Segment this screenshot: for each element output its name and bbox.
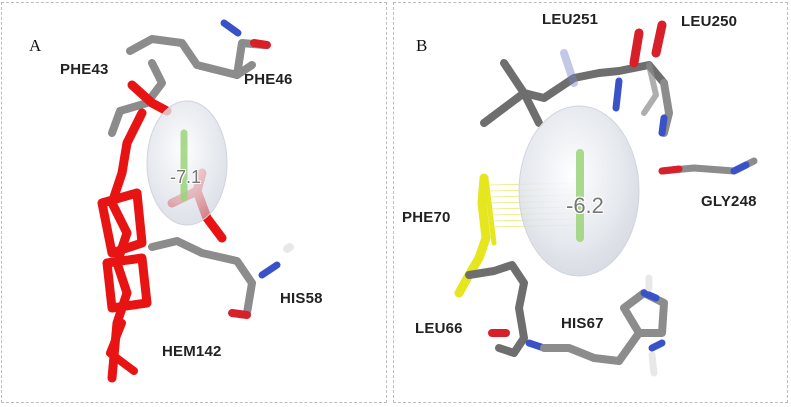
binding-score-b: -6.2 — [566, 193, 604, 218]
his58-oxygen — [228, 309, 251, 319]
his67-nitrogen-2 — [648, 339, 666, 352]
binding-score-a: -7.1 — [170, 167, 202, 187]
panel-letter: B — [416, 36, 428, 55]
phe70-ring-edge — [483, 175, 497, 246]
residue-label-gly248: GLY248 — [701, 193, 757, 210]
leu66-chain — [465, 261, 528, 357]
his67-chain — [540, 329, 643, 365]
residue-label-leu250: LEU250 — [681, 13, 738, 30]
hem142-ring — [97, 188, 152, 313]
hem142-chain — [107, 80, 172, 383]
docking-scene-a — [97, 19, 294, 383]
leu250-oxygen — [651, 20, 667, 58]
his67-nitrogen-1 — [640, 289, 660, 302]
leu250-branch — [641, 62, 659, 116]
leu250-nitrogen — [658, 114, 668, 137]
docking-scene-b — [454, 20, 758, 377]
residue-label-hem142: HEM142 — [162, 343, 222, 360]
panel-letter: A — [29, 36, 42, 55]
residue-label-phe70: PHE70 — [402, 209, 451, 226]
his58-sidechain — [148, 237, 256, 317]
his58-hydrogen — [283, 243, 294, 253]
leu251-nitrogen — [612, 77, 623, 112]
leu251-ghost — [560, 49, 578, 87]
residue-label-phe43: PHE43 — [60, 61, 109, 78]
gly248-nitrogen — [730, 161, 750, 175]
residue-label-phe46: PHE46 — [244, 71, 293, 88]
phe43-nitrogen — [220, 19, 242, 37]
gly248-oxygen — [658, 165, 683, 175]
phe43-backbone — [126, 35, 256, 79]
residue-label-leu251: LEU251 — [542, 11, 599, 28]
his67-hydrogen — [645, 274, 658, 377]
panel-a: A PHE43 PHE46 HIS58 HEM142 -7.1 — [1, 2, 387, 403]
leu251-branch — [500, 59, 543, 127]
residue-label-his58: HIS58 — [280, 290, 323, 307]
hem142-vinyl — [106, 319, 138, 375]
residue-label-his67: HIS67 — [561, 315, 604, 332]
phe46-oxygen — [250, 39, 271, 49]
panel-b: B LEU251 LEU250 GLY248 PHE70 LEU66 HIS67… — [393, 2, 788, 403]
his58-nitrogen — [258, 261, 281, 279]
residue-label-leu66: LEU66 — [415, 320, 463, 337]
leu251-oxygen — [629, 28, 644, 68]
